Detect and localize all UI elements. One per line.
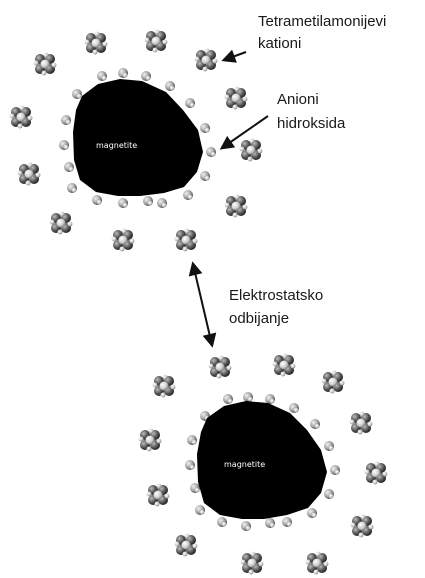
particle-bottom: magnetite [138,353,388,575]
tma-cation [174,533,198,557]
hydroxide-anion [217,517,227,527]
pointer-arrow-cations [221,49,247,63]
tma-cation [146,483,170,507]
tma-cation [364,461,388,485]
tma-cation [111,228,135,252]
tma-cation [138,428,162,452]
tma-cation [224,194,248,218]
hydroxide-anion [265,518,275,528]
pointer-arrow-anions [219,115,269,150]
hydroxide-anion [118,68,128,78]
hydroxide-anion [241,521,251,531]
hydroxide-anion [324,489,334,499]
tma-cation [321,370,345,394]
label-repulsion-line2: odbijanje [229,310,289,327]
hydroxide-anion [97,71,107,81]
repulsion-double-arrow [188,261,217,348]
annotation-cations: Tetrametilamonijevi kationi [221,13,386,63]
hydroxide-anion [330,465,340,475]
label-cations-line2: kationi [258,35,301,52]
core-label-bottom: magnetite [224,460,265,469]
hydroxide-anion [310,419,320,429]
hydroxide-anion [185,460,195,470]
hydroxide-anion [157,198,167,208]
label-repulsion-line1: Elektrostatsko [229,287,323,304]
tma-cation [305,551,329,575]
tma-cation [144,29,168,53]
hydroxide-anion [143,196,153,206]
core-label-top: magnetite [96,141,137,150]
label-anions-line1: Anioni [277,91,319,108]
tma-cation [174,228,198,252]
hydroxide-anion [61,115,71,125]
magnetite-core-top [73,79,203,196]
hydroxide-anion [289,403,299,413]
tma-cation [349,411,373,435]
hydroxide-anion [206,147,216,157]
hydroxide-anion [118,198,128,208]
hydroxide-anion [64,162,74,172]
hydroxide-anion [67,183,77,193]
hydroxide-anion [59,140,69,150]
hydroxide-anion [243,392,253,402]
tma-cation [33,52,57,76]
tma-cation [208,355,232,379]
annotation-anions: Anioni hidroksida [219,91,346,150]
tma-cation [194,48,218,72]
hydroxide-anion [92,195,102,205]
hydroxide-anion [141,71,151,81]
hydroxide-anion [187,435,197,445]
magnetite-core-bottom [197,401,327,519]
hydroxide-anion [307,508,317,518]
label-cations-line1: Tetrametilamonijevi [258,13,386,30]
hydroxide-anion [183,190,193,200]
tma-cation [9,105,33,129]
tma-cation [152,374,176,398]
hydroxide-anion [282,517,292,527]
tma-cation [84,31,108,55]
tma-cation [17,162,41,186]
hydroxide-anion [265,394,275,404]
hydroxide-anion [165,81,175,91]
hydroxide-anion [72,89,82,99]
annotation-repulsion: Elektrostatsko odbijanje [188,261,323,348]
tma-cation [240,551,264,575]
hydroxide-anion [195,505,205,515]
tma-cation [350,514,374,538]
tma-cation [272,353,296,377]
hydroxide-anion [200,171,210,181]
hydroxide-anion [324,441,334,451]
tma-cation [239,138,263,162]
particle-top: magnetite [9,29,263,252]
tma-cation [49,211,73,235]
hydroxide-anion [200,123,210,133]
tma-cation [224,86,248,110]
label-anions-line2: hidroksida [277,115,346,132]
hydroxide-anion [223,394,233,404]
hydroxide-anion [190,483,200,493]
hydroxide-anion [185,98,195,108]
